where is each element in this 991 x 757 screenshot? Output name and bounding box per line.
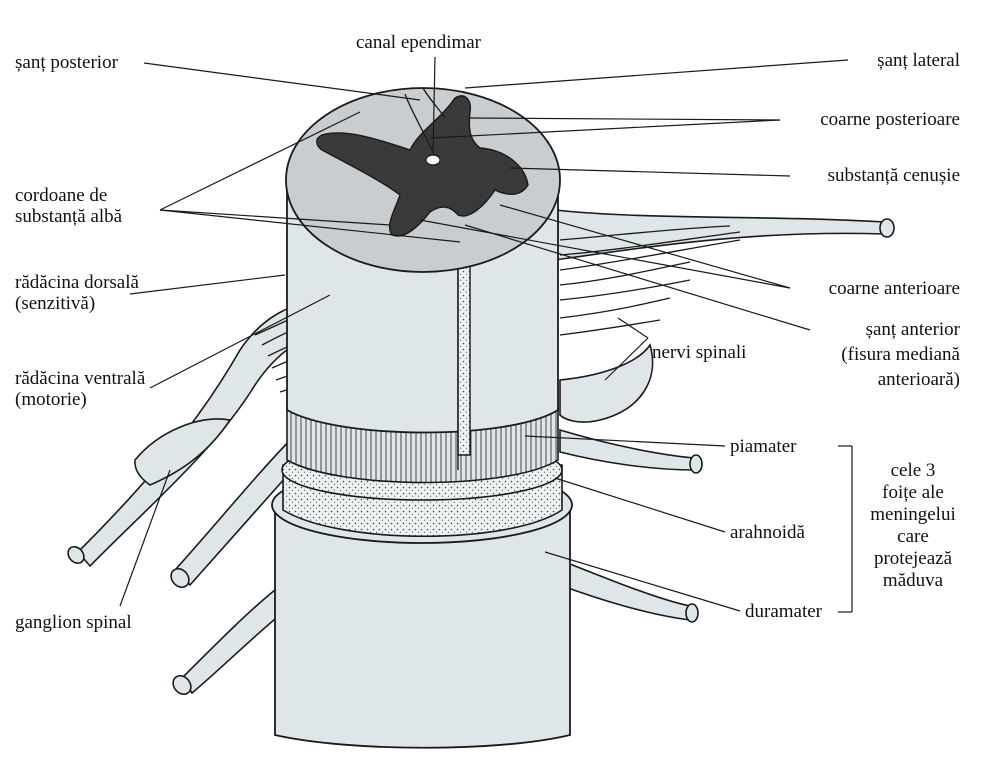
label-radacina-dorsala: rădăcina dorsală (senzitivă)	[15, 272, 139, 314]
label-meninges-line3: meningelui	[870, 504, 956, 525]
label-sant-anterior-line2: (fisura mediană	[841, 344, 960, 365]
label-sant-anterior: șanț anterior (fisura mediană anterioară…	[760, 319, 960, 390]
right-nerves	[554, 209, 895, 623]
label-meninges-line4: care	[897, 526, 929, 547]
label-radacina-dorsala-line1: rădăcina dorsală	[15, 272, 139, 293]
right-rootlets	[559, 225, 741, 336]
label-cordoane-line2: substanță albă	[15, 206, 123, 227]
label-cordoane: cordoane de substanță albă	[15, 185, 122, 227]
label-radacina-ventrala-line2: (motorie)	[15, 389, 87, 410]
label-canal-ependimar: canal ependimar	[356, 32, 482, 53]
label-sant-anterior-line3: anterioară)	[877, 369, 960, 390]
label-duramater: duramater	[745, 601, 823, 622]
label-meninges-note: cele 3 foițe ale meningelui care proteje…	[858, 460, 968, 592]
label-nervi-spinali: nervi spinali	[652, 342, 747, 363]
label-meninges-line6: măduva	[882, 570, 944, 591]
label-meninges-line1: cele 3	[890, 460, 936, 481]
label-piamater: piamater	[730, 436, 797, 457]
cross-section	[285, 87, 561, 273]
label-radacina-ventrala: rădăcina ventrală (motorie)	[15, 368, 145, 410]
label-sant-posterior: șanț posterior	[15, 52, 118, 73]
label-radacina-dorsala-line2: (senzitivă)	[15, 293, 96, 314]
label-meninges-line2: foițe ale	[882, 482, 944, 503]
label-meninges-line5: protejează	[873, 548, 953, 569]
left-nerves	[67, 299, 336, 696]
label-cordoane-line1: cordoane de	[15, 185, 108, 206]
label-coarne-posterioare: coarne posterioare	[820, 109, 960, 130]
label-arahnoida: arahnoidă	[730, 522, 805, 543]
label-sant-lateral: șanț lateral	[877, 50, 960, 71]
leader-lines	[119, 56, 853, 613]
label-coarne-anterioare: coarne anterioare	[828, 278, 960, 299]
label-substanta-cenusie: substanță cenușie	[827, 165, 960, 186]
label-radacina-ventrala-line1: rădăcina ventrală	[15, 368, 146, 389]
label-sant-anterior-line1: șanț anterior	[865, 319, 960, 340]
label-ganglion-spinal: ganglion spinal	[15, 612, 132, 633]
